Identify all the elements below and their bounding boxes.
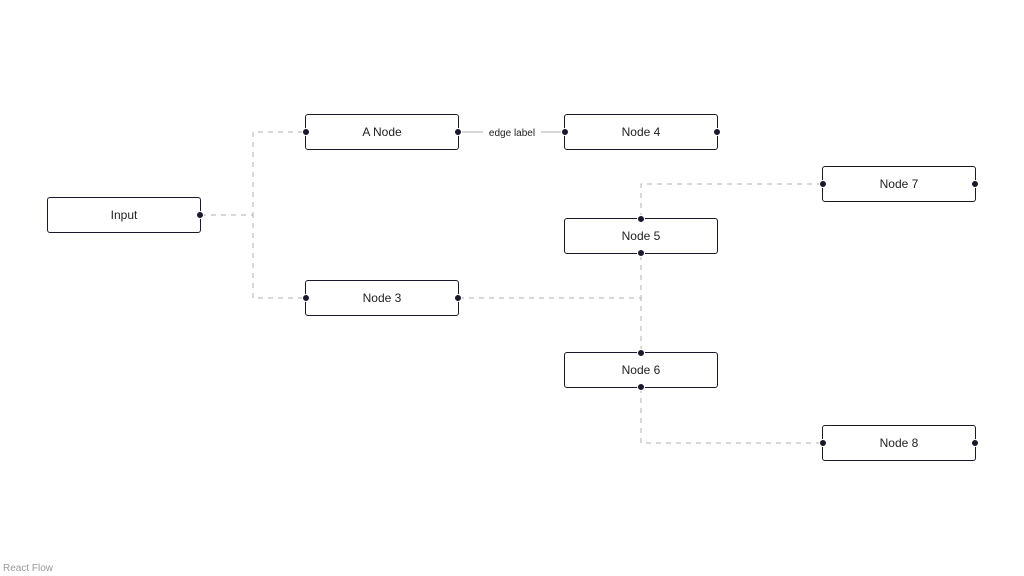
node-5-bottom-handle[interactable] bbox=[637, 249, 645, 257]
node-8-label: Node 8 bbox=[879, 436, 919, 450]
node-6-label: Node 6 bbox=[621, 363, 661, 377]
node-5[interactable]: Node 5 bbox=[564, 215, 718, 257]
node-a-node-label: A Node bbox=[362, 125, 402, 139]
edge-label-text: edge label bbox=[489, 128, 535, 139]
node-input[interactable]: Input bbox=[47, 197, 204, 233]
edge-input-to-a-node[interactable] bbox=[201, 131, 306, 216]
node-7-target-handle[interactable] bbox=[819, 180, 827, 188]
node-a-node[interactable]: A Node bbox=[302, 114, 462, 150]
node-6-bottom-handle[interactable] bbox=[637, 383, 645, 391]
node-input-label: Input bbox=[110, 208, 138, 222]
node-6-top-handle[interactable] bbox=[637, 349, 645, 357]
node-4[interactable]: Node 4 bbox=[561, 114, 721, 150]
node-3-label: Node 3 bbox=[362, 291, 402, 305]
node-3-target-handle[interactable] bbox=[302, 294, 310, 302]
node-6[interactable]: Node 6 bbox=[564, 349, 718, 391]
node-input-source-handle[interactable] bbox=[196, 211, 204, 219]
edge-label-background bbox=[483, 125, 541, 139]
node-8[interactable]: Node 8 bbox=[819, 425, 979, 461]
node-3[interactable]: Node 3 bbox=[302, 280, 462, 316]
edge-node-6-to-node-8[interactable] bbox=[640, 388, 823, 444]
node-8-source-handle[interactable] bbox=[971, 439, 979, 447]
node-7-source-handle[interactable] bbox=[971, 180, 979, 188]
node-8-target-handle[interactable] bbox=[819, 439, 827, 447]
node-3-source-handle[interactable] bbox=[454, 294, 462, 302]
edge-node-3-to-node-6[interactable] bbox=[459, 297, 642, 352]
node-5-top-handle[interactable] bbox=[637, 215, 645, 223]
node-5-label: Node 5 bbox=[621, 229, 661, 243]
node-7-label: Node 7 bbox=[879, 177, 919, 191]
react-flow-attribution-link[interactable]: React Flow bbox=[3, 563, 54, 574]
edge-label: edge label bbox=[483, 125, 541, 139]
node-4-source-handle[interactable] bbox=[713, 128, 721, 136]
node-4-label: Node 4 bbox=[621, 125, 661, 139]
node-7[interactable]: Node 7 bbox=[819, 166, 979, 202]
node-4-target-handle[interactable] bbox=[561, 128, 569, 136]
node-a-node-source-handle[interactable] bbox=[454, 128, 462, 136]
edge-node-3-to-node-5[interactable] bbox=[459, 253, 642, 299]
node-a-node-target-handle[interactable] bbox=[302, 128, 310, 136]
edge-input-to-node-3[interactable] bbox=[201, 214, 306, 299]
edge-node-5-to-node-7[interactable] bbox=[640, 183, 823, 218]
